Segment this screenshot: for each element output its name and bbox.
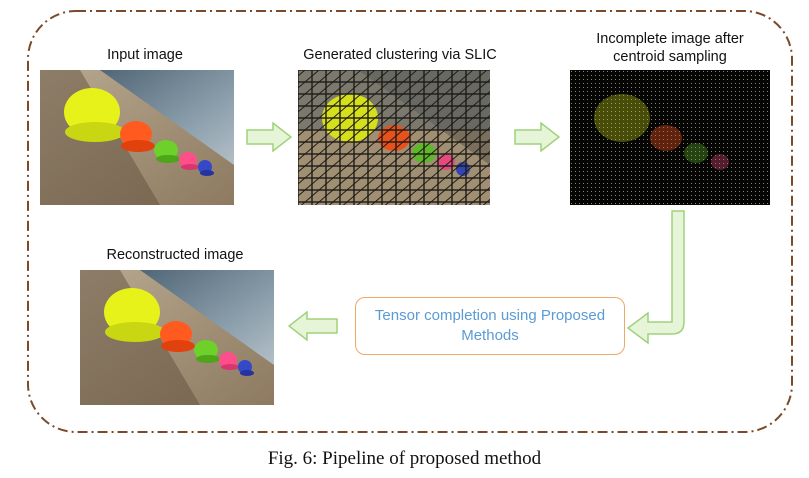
input-image [40,70,234,205]
arrow-incomplete-to-completion [626,210,685,345]
arrow-completion-to-reconstructed [288,311,338,341]
hat-yellow [64,88,125,142]
arrow-slic-to-incomplete [514,122,560,152]
reconstructed-image [80,270,274,405]
tensor-completion-box: Tensor completion using Proposed Methods [355,297,625,355]
incomplete-label-line1: Incomplete image after [596,31,744,47]
input-image-label: Input image [107,47,183,63]
hat-blue [198,160,214,176]
hat-orange [120,121,155,152]
figure-caption: Fig. 6: Pipeline of proposed method [267,448,542,469]
reconstructed-label: Reconstructed image [106,247,244,263]
hat-green [154,140,180,163]
incomplete-image [570,70,770,205]
tensor-completion-line2: Methods [461,327,519,344]
incomplete-label-line2: centroid sampling [613,49,727,65]
tensor-completion-line1: Tensor completion using Proposed [374,307,606,324]
arrow-input-to-slic [246,122,292,152]
slic-clustering-image [298,70,490,205]
hat-pink [179,152,199,170]
clustering-label: Generated clustering via SLIC [303,47,497,63]
incomplete-label: Incomplete image after centroid sampling [560,30,780,66]
